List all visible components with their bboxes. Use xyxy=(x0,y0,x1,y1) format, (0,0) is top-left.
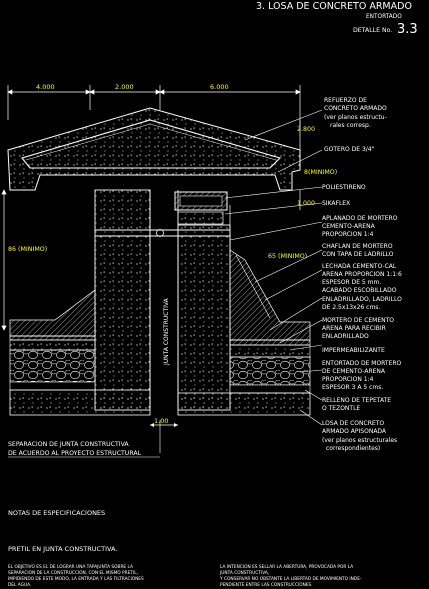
base-slabs xyxy=(9,389,311,427)
label-impermeabilizante: IMPERMEABILIZANTE xyxy=(322,347,385,354)
label-chaflan-2: CON TAPA DE LADRILLO xyxy=(322,251,394,258)
label-aplanado-2: CEMENTO-ARENA xyxy=(322,223,376,230)
label-enladrillado-1: ENLADRILLADO, LADRILLO xyxy=(322,296,402,303)
top-dimensions xyxy=(7,85,301,130)
label-refuerzo-4: rales corresp. xyxy=(330,122,371,129)
label-relleno-2: O TEZONTLE xyxy=(322,405,360,412)
notes-right-2: JUNTA CONSTRUCTIVA, xyxy=(219,570,269,576)
separacion-label: SEPARACION DE JUNTA CONSTRUCTIVA DE ACUE… xyxy=(8,441,160,458)
label-entortado-3: PROPORCION 1:4 xyxy=(322,376,374,383)
label-entortado-1: ENTORTADO DE MORTERO xyxy=(322,360,402,367)
detail-prefix: DETALLE No. xyxy=(353,27,392,34)
notes-section: NOTAS DE ESPECIFICACIONES PRETIL EN JUNT… xyxy=(8,509,362,588)
dim-right-lower: 1.000 xyxy=(297,200,315,207)
label-separacion-2: DE ACUERDO AL PROYECTO ESTRUCTURAL xyxy=(8,450,142,457)
label-lechada-3: ESPESOR DE 5 mm. xyxy=(322,279,381,286)
notes-heading: NOTAS DE ESPECIFICACIONES xyxy=(8,509,105,517)
label-refuerzo-1: REFUERZO DE xyxy=(324,97,367,104)
label-aplanado-3: PROPORCION 1:4 xyxy=(322,231,374,238)
label-lechada-4: ACABADO ESCOBILLADO xyxy=(322,287,397,294)
header: 3. LOSA DE CONCRETO ARMADO ENTORTADO DET… xyxy=(256,1,418,37)
label-relleno-1: RELLENO DE TEPETATE xyxy=(322,397,391,404)
roof-buildup-right xyxy=(229,249,311,394)
notes-right-4: PENDIENTE ENTRE LAS CONSTRUCCIONES. xyxy=(220,582,313,588)
label-entortado-4: ESPESOR 3 A 5 cms. xyxy=(322,384,383,391)
label-mortero-3: ENLADRILLADO xyxy=(322,333,369,340)
label-losa-2: ARMADO APISONADA xyxy=(322,428,387,435)
dim-min-right-upper: 8(MINIMO) xyxy=(304,169,337,176)
parapet-cap xyxy=(7,107,301,191)
notes-subheading: PRETIL EN JUNTA CONSTRUCTIVA. xyxy=(8,545,117,553)
detail-number: 3.3 xyxy=(397,22,418,37)
label-sikaflex: SIKAFLEX xyxy=(322,200,350,207)
label-gotero: GOTERO DE 3/4" xyxy=(324,146,375,153)
dim-top-left: 4.000 xyxy=(36,83,55,91)
poliestireno-block xyxy=(174,191,228,225)
dim-top-mid: 2.000 xyxy=(115,83,134,91)
label-losa-4: correspondientes) xyxy=(326,445,380,452)
notes-left-4: DEL AGUA. xyxy=(8,582,31,588)
notes-left-1: EL OBJETIVO ES EL DE LOGRAR UNA TAPAJUNT… xyxy=(8,564,133,570)
label-separacion-1: SEPARACION DE JUNTA CONSTRUCTIVA xyxy=(8,441,129,448)
dim-right-upper: 2.800 xyxy=(297,126,315,133)
joint-vertical-label: JUNTA CONSTRUCTIVA xyxy=(163,297,170,366)
label-chaflan-1: CHAFLAN DE MORTERO xyxy=(322,243,393,250)
dim-min-left: 86 (MINIMO) xyxy=(8,246,47,253)
label-poliestireno: POLIESTIRENO xyxy=(322,184,366,191)
dim-min-right-mid: 65 (MINIMO) xyxy=(268,253,307,260)
drawing-subtitle: ENTORTADO xyxy=(366,14,402,20)
notes-right-1: LA INTENCION ES SELLAR LA ABERTURA, PROV… xyxy=(220,564,353,570)
right-labels: REFUERZO DE CONCRETO ARMADO (ver planos … xyxy=(322,97,402,452)
label-refuerzo-3: (ver planos estructu- xyxy=(324,114,387,121)
drawing-title: 3. LOSA DE CONCRETO ARMADO xyxy=(256,1,412,12)
label-aplanado-1: APLANADO DE MORTERO xyxy=(322,215,398,222)
roof-buildup-left xyxy=(9,289,96,391)
label-lechada-1: LECHADA CEMENTO-CAL xyxy=(322,263,397,270)
label-mortero-1: MORTERO DE CEMENTO xyxy=(322,317,394,324)
label-refuerzo-2: CONCRETO ARMADO xyxy=(324,105,387,112)
vertical-dimensions xyxy=(1,120,301,331)
label-entortado-2: DE CEMENTO-ARENA xyxy=(322,368,386,375)
dim-top-right: 6.000 xyxy=(210,83,229,91)
label-losa-3: (ver planos estructurales xyxy=(322,437,397,444)
dim-bottom: 1.00 xyxy=(154,417,168,425)
notes-left-3: IMPIDIENDO DE ESTE MODO, LA ENTRADA Y LA… xyxy=(8,576,144,582)
notes-left-2: SEPARACION DE LA CONSTRUCCION, CON EL MI… xyxy=(8,570,138,576)
label-enladrillado-2: DE 2.5x13x26 cms. xyxy=(322,304,380,311)
notes-right-3: Y CONSERVAR NO OBSTANTE LA LIBERTAD DE M… xyxy=(219,576,362,582)
leader-lines xyxy=(159,109,323,453)
label-mortero-2: ARENA PARA RECIBIR xyxy=(322,325,386,332)
label-losa-1: LOSA DE CONCRETO xyxy=(322,420,384,427)
label-lechada-2: ARENA PROPORCION 1:1:6 xyxy=(322,271,402,278)
